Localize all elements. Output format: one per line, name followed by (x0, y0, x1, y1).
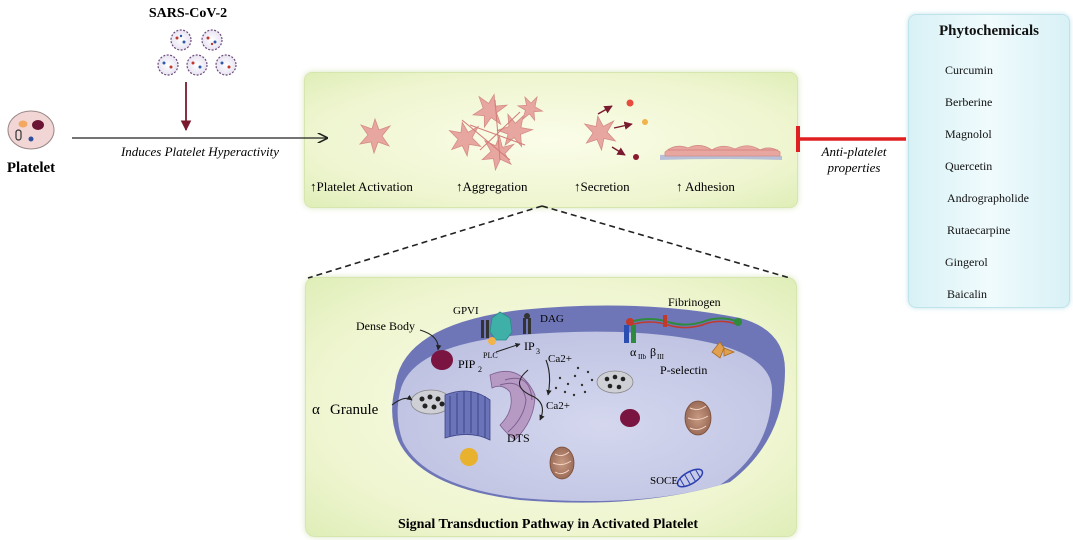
anti-platelet-label-line2: properties (827, 160, 881, 175)
integrin-beta-subscript: III (657, 353, 665, 361)
aggregated-platelets-icon (448, 93, 544, 172)
virus-icon (170, 29, 192, 51)
phytochemicals-title: Phytochemicals (939, 23, 1039, 39)
alpha-granule-symbol: α (312, 402, 320, 418)
alpha-granule-label: Granule (330, 402, 379, 418)
virus-icon (201, 29, 223, 51)
phytochemical-item: Andrographolide (947, 191, 1029, 205)
platelet-cell-diagram (392, 305, 785, 503)
p-selectin-icon (711, 341, 736, 359)
soce-label: SOCE (650, 475, 678, 487)
zoom-line-right (541, 205, 791, 279)
ip3-subscript: 3 (536, 347, 540, 356)
dense-body-granule (620, 409, 640, 427)
phytochemical-item: Berberine (945, 95, 993, 109)
calcium-ions (554, 366, 594, 397)
alpha-granule-icon (596, 370, 634, 394)
phytochemical-item: Rutaecarpine (947, 223, 1011, 237)
calcium-release-arrow (518, 369, 545, 421)
dag-lipid-icon (523, 313, 531, 334)
secretion-label: ↑Secretion (574, 179, 630, 194)
integrin-alpha-subscript: IIb (638, 353, 647, 361)
integrin-alpha-label: α (630, 345, 637, 359)
activated-platelet-icon (358, 117, 392, 155)
virus-icon (186, 54, 208, 76)
calcium-top-label: Ca2+ (548, 353, 572, 365)
fibrinogen-icon (626, 315, 742, 329)
dts-label: DTS (507, 431, 530, 445)
integrin-receptor-icon (624, 325, 636, 343)
dense-body-arrow (419, 329, 442, 351)
adhesion-label: ↑ Adhesion (676, 179, 735, 194)
platelet-activation-label: ↑Platelet Activation (310, 179, 413, 194)
gpvi-label: GPVI (453, 305, 479, 317)
p-selectin-label: P-selectin (660, 363, 707, 377)
calcium-flux-arrow (545, 359, 552, 396)
phytochemical-item: Curcumin (945, 63, 993, 77)
sars-cov-2-label: SARS-CoV-2 (149, 6, 227, 21)
aggregation-label: ↑Aggregation (456, 179, 528, 194)
calcium-bottom-label: Ca2+ (546, 400, 570, 412)
signal-pathway-title: Signal Transduction Pathway in Activated… (398, 517, 698, 532)
dense-tubular-system-icon (444, 370, 536, 441)
anti-platelet-label-line1: Anti-platelet (821, 144, 887, 159)
fibrinogen-label: Fibrinogen (668, 295, 721, 309)
virus-icon (215, 54, 237, 76)
secreting-platelet-icon (583, 99, 648, 160)
pip2-subscript: 2 (478, 365, 482, 374)
pip2-label: PIP (458, 357, 476, 371)
resting-platelet-icon (7, 110, 55, 150)
dag-label: DAG (540, 313, 564, 325)
phytochemical-item: Baicalin (947, 287, 987, 301)
phytochemicals-panel: Phytochemicals Curcumin Berberine Magnol… (908, 14, 1070, 308)
lysosome-icon (460, 448, 478, 466)
effects-panel (304, 72, 798, 208)
mitochondrion-icon (684, 400, 712, 436)
soce-channel-icon (676, 468, 704, 488)
dense-body-granule (431, 350, 453, 370)
phytochemical-item: Magnolol (945, 127, 992, 141)
induces-label: Induces Platelet Hyperactivity (120, 144, 279, 159)
zoom-line-left (307, 205, 543, 279)
dense-body-label: Dense Body (356, 319, 415, 333)
phytochemical-item: Gingerol (945, 255, 988, 269)
adhering-platelets-icon (660, 145, 782, 160)
mitochondrion-icon (549, 446, 575, 480)
integrin-beta-label: β (650, 345, 656, 359)
alpha-granule-arrow (391, 394, 413, 406)
platelet-label: Platelet (7, 160, 55, 176)
gpvi-receptor-icon (481, 311, 513, 345)
virus-icon (157, 54, 179, 76)
phytochemical-item: Quercetin (945, 159, 993, 173)
plc-label: PLC (483, 351, 498, 360)
plc-arrow (495, 343, 521, 353)
ip3-label: IP (524, 339, 535, 353)
